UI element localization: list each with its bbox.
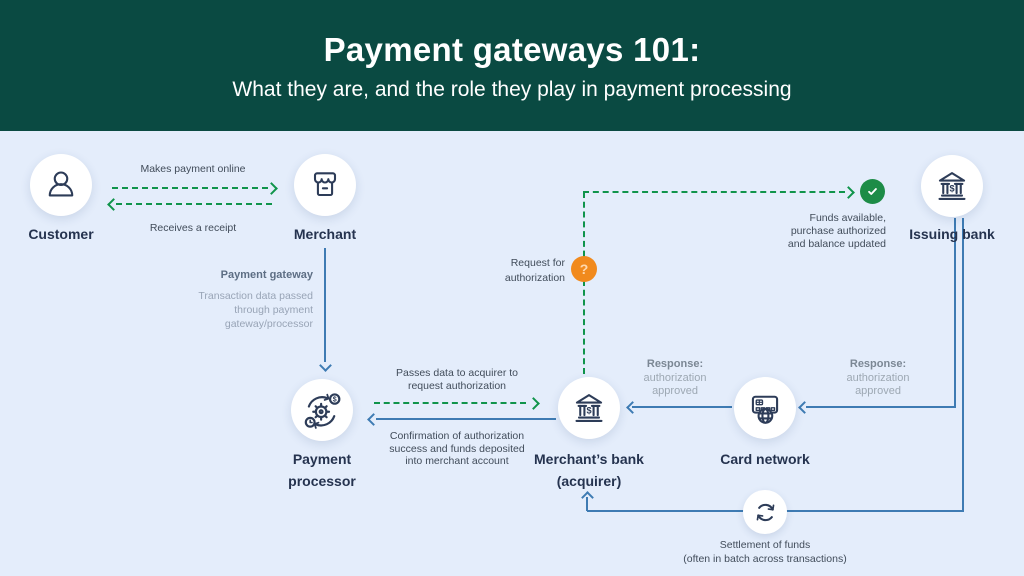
merchants-bank-label: Merchant’s bank (acquirer) [534, 451, 644, 489]
merchant-label: Merchant [293, 226, 357, 242]
payment-processor-node: $ [291, 379, 353, 441]
arrowhead-left-icon [798, 401, 811, 414]
dollar-glyph: $ [586, 405, 591, 415]
settlement-line-left [586, 497, 588, 511]
payment-processor-label: Payment processor [288, 451, 356, 489]
question-badge: ? [571, 256, 597, 282]
funds-available-label: Funds available, purchase authorized and… [787, 212, 886, 250]
issuing-response-line-vertical [954, 218, 956, 407]
arrowhead-left-icon [626, 401, 639, 414]
card-network-label: Card network [720, 451, 810, 467]
settlement-node [743, 490, 787, 534]
arrowhead-right-icon [265, 182, 278, 195]
confirmation-label: Confirmation of authorization success an… [389, 430, 525, 467]
issuing-response-line-horizontal [806, 406, 956, 408]
processor-gear-icon: $ [304, 393, 341, 429]
arrowhead-down-icon [319, 359, 332, 372]
check-badge [860, 179, 885, 204]
settlement-line-right [962, 218, 964, 511]
makes-payment-label: Makes payment online [140, 163, 246, 175]
bank-dollar-icon: $ [575, 394, 603, 422]
arrowhead-left-icon [107, 198, 120, 211]
response-issuing-label: Response: authorization approved [846, 358, 910, 397]
arrowhead-right-icon [527, 397, 540, 410]
request-auth-line-horizontal [583, 191, 845, 193]
card-globe-icon [751, 395, 779, 424]
person-icon [48, 171, 74, 197]
merchant-node [294, 154, 356, 216]
page-title: Payment gateways 101: [323, 31, 701, 68]
dollar-glyph: $ [949, 183, 954, 193]
header-band: Payment gateways 101: What they are, and… [0, 0, 1024, 131]
merchants-bank-node: $ [558, 377, 620, 439]
dollar-glyph: $ [333, 396, 337, 403]
arrowhead-up-icon [581, 491, 594, 504]
arrowhead-right-icon [842, 186, 855, 199]
request-auth-label: Request for authorization [504, 257, 565, 284]
response-card-label: Response: authorization approved [643, 358, 707, 397]
request-auth-line-vertical [583, 192, 585, 374]
checkmark-icon [868, 188, 877, 195]
settlement-label: Settlement of funds (often in batch acro… [683, 539, 847, 565]
confirmation-arrow-line [376, 418, 556, 420]
page-subtitle: What they are, and the role they play in… [232, 78, 792, 101]
payment-gateway-desc: Transaction data passed through payment … [198, 289, 313, 330]
issuing-bank-node: $ [921, 155, 983, 217]
card-network-node [734, 377, 796, 439]
passes-data-label: Passes data to acquirer to request autho… [396, 367, 518, 392]
receives-receipt-label: Receives a receipt [149, 222, 237, 234]
card-response-line [632, 406, 732, 408]
bank-dollar-icon: $ [938, 172, 966, 200]
payment-gateway-note: Payment gateway Transaction data passed … [165, 269, 313, 331]
passes-data-arrow-line [374, 402, 526, 404]
gateway-arrow-line [324, 248, 326, 362]
makes-payment-arrow-line [112, 187, 268, 189]
refresh-cycle-icon [756, 503, 774, 521]
customer-node [30, 154, 92, 216]
storefront-icon [313, 172, 337, 197]
issuing-bank-label: Issuing bank [909, 226, 995, 242]
payment-gateway-title: Payment gateway [220, 269, 313, 281]
arrowhead-left-icon [367, 413, 380, 426]
receives-receipt-arrow-line [116, 203, 272, 205]
question-mark-icon: ? [579, 261, 589, 277]
customer-label: Customer [28, 226, 94, 242]
